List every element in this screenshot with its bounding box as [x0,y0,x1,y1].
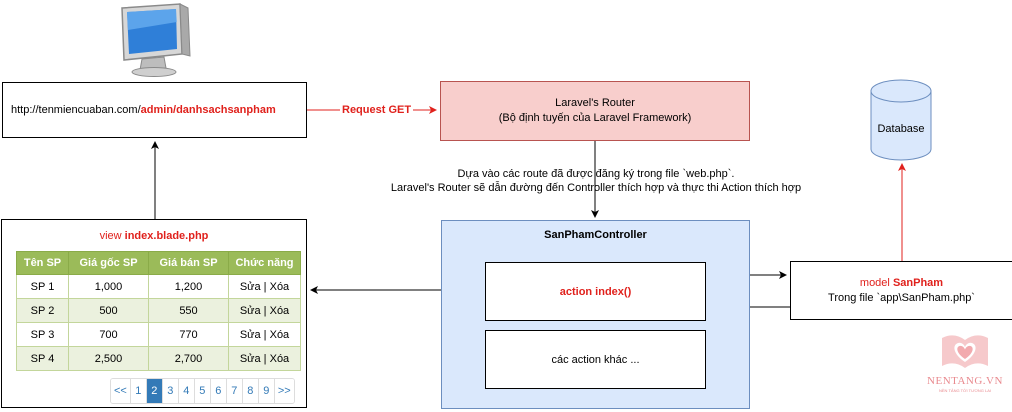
monitor-icon [121,3,191,77]
table-row: SP 4 2,500 2,700 Sửa | Xóa [16,346,301,371]
product-table: Tên SP Giá gốc SP Giá bán SP Chức năng S… [16,251,301,371]
table-cell: Sửa | Xóa [228,274,301,299]
table-cell: SP 1 [16,274,69,299]
pagination: << 1 2 3 4 5 6 7 8 9 >> [110,378,295,404]
url-prefix: http://tenmiencuaban.com/ [11,104,141,116]
table-cell: 700 [68,322,149,347]
table-header-cell: Giá gốc SP [68,251,149,275]
table-cell: SP 4 [16,346,69,371]
table-header-cell: Tên SP [16,251,69,275]
model-name: SanPham [892,276,944,289]
brand-tagline: NỀN TẢNG TỚI TƯƠNG LAI [938,388,992,393]
table-cell: 500 [68,298,149,323]
router-title: Laravel's Router [555,97,635,109]
action-index-box: action index() [485,262,706,321]
pagination-next[interactable]: >> [274,379,294,403]
router-subtitle: (Bộ định tuyến của Laravel Framework) [498,112,692,124]
table-header-cell: Giá bán SP [148,251,229,275]
pagination-page[interactable]: 4 [178,379,195,403]
model-prefix: model [859,276,893,289]
pagination-page[interactable]: 1 [130,379,147,403]
view-file: index.blade.php [124,230,209,242]
table-cell: 1,200 [148,274,229,299]
table-cell: Sửa | Xóa [228,298,301,323]
brand-name: NENTANG.VN [927,375,1003,387]
table-cell: 770 [148,322,229,347]
model-file: Trong file `app\SanPham.php` [828,291,975,304]
pagination-page[interactable]: 7 [226,379,243,403]
database-cylinder-icon [870,79,932,161]
table-cell: Sửa | Xóa [228,346,301,371]
pagination-page[interactable]: 6 [210,379,227,403]
table-cell: Sửa | Xóa [228,322,301,347]
database-label: Database [877,123,925,135]
route-description-label: Dựa vào các route đã được đăng ký trong … [376,167,816,195]
table-cell: SP 2 [16,298,69,323]
table-cell: 2,700 [148,346,229,371]
url-path: admin/danhsachsanpham [140,104,276,116]
database-node: Database [870,79,932,161]
table-row: SP 3 700 770 Sửa | Xóa [16,322,301,347]
pagination-prev[interactable]: << [111,379,131,403]
table-cell: SP 3 [16,322,69,347]
table-header-row: Tên SP Giá gốc SP Giá bán SP Chức năng [16,251,301,275]
view-title: view index.blade.php [2,230,306,242]
view-prefix: view [99,230,125,242]
action-other-box: các action khác ... [485,330,706,389]
table-row: SP 1 1,000 1,200 Sửa | Xóa [16,274,301,299]
book-heart-logo-icon [942,335,988,368]
request-get-label: Request GET [340,104,414,116]
table-cell: 550 [148,298,229,323]
model-title: model SanPham [860,276,943,291]
pagination-page[interactable]: 3 [162,379,179,403]
table-header-cell: Chức năng [228,251,301,275]
route-description-line-2: Laravel's Router sẽ dẫn đường đến Contro… [390,182,802,194]
laravel-router-box: Laravel's Router (Bộ định tuyến của Lara… [440,81,750,141]
table-cell: 1,000 [68,274,149,299]
pagination-page[interactable]: 9 [258,379,275,403]
client-url-box: http://tenmiencuaban.com/admin/danhsachs… [2,82,307,138]
pagination-page-active[interactable]: 2 [146,379,163,403]
model-box: model SanPham Trong file `app\SanPham.ph… [790,261,1012,320]
pagination-page[interactable]: 8 [242,379,259,403]
brand-watermark: NENTANG.VN NỀN TẢNG TỚI TƯƠNG LAI [920,330,1010,412]
table-row: SP 2 500 550 Sửa | Xóa [16,298,301,323]
view-box: view index.blade.php Tên SP Giá gốc SP G… [1,219,307,408]
route-description-line-1: Dựa vào các route đã được đăng ký trong … [457,168,735,180]
pagination-page[interactable]: 5 [194,379,211,403]
controller-title: SanPhamController [544,229,647,241]
table-cell: 2,500 [68,346,149,371]
